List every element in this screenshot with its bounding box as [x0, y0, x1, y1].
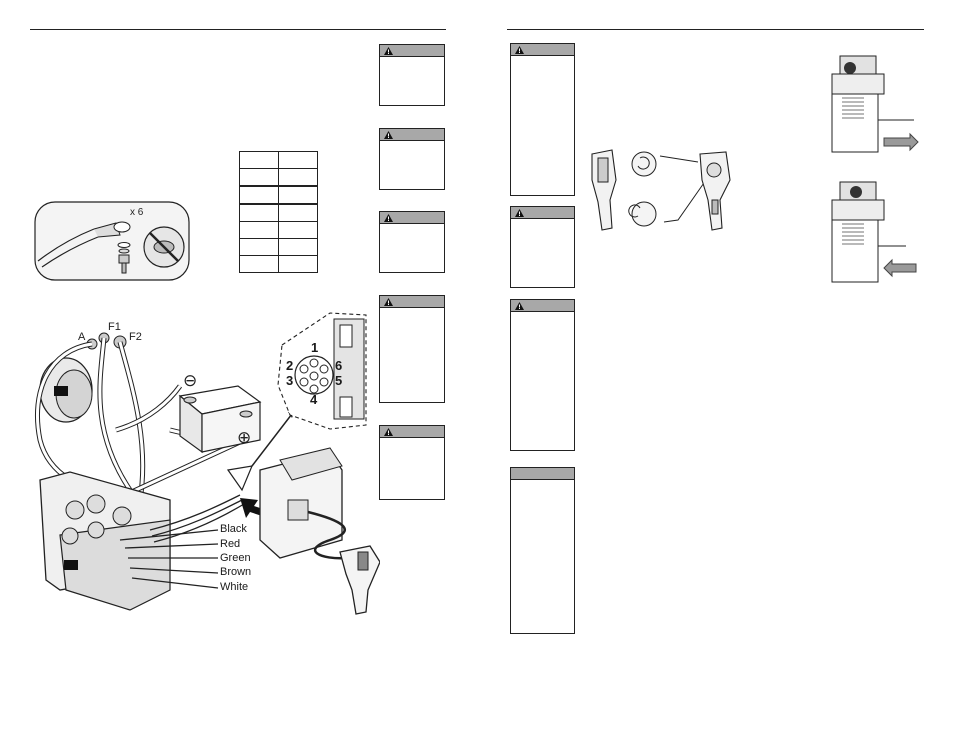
top-rule-right — [507, 29, 924, 30]
warning-box-7 — [510, 206, 575, 288]
connector-pin-inset — [277, 312, 367, 430]
pin-label-3: 3 — [286, 373, 294, 388]
terminal-hardware-inset: x 6 — [34, 201, 190, 281]
warning-header — [511, 44, 574, 56]
warning-header — [380, 296, 444, 308]
warning-triangle-icon — [515, 45, 524, 54]
top-rule-left — [30, 29, 446, 30]
warning-triangle-icon — [384, 297, 393, 306]
table-row — [239, 168, 318, 187]
warning-box-4 — [379, 295, 445, 403]
battery-minus-symbol: ⊖ — [183, 371, 197, 390]
warning-box-8 — [510, 299, 575, 451]
warning-box-3 — [379, 211, 445, 273]
winch-drum-spool-in — [831, 181, 917, 283]
warning-box-1 — [379, 44, 445, 106]
wire-label-red: Red — [220, 538, 241, 550]
pin-label-4: 4 — [310, 392, 318, 407]
warning-triangle-icon — [384, 213, 393, 222]
warning-header — [511, 300, 574, 312]
wire-label-green: Green — [220, 552, 251, 564]
warning-triangle-icon — [384, 46, 393, 55]
warning-triangle-icon — [515, 208, 524, 217]
table-row — [239, 255, 318, 273]
notice-box — [510, 467, 575, 634]
warning-box-2 — [379, 128, 445, 190]
table-row — [239, 185, 318, 205]
wire-gauge-table — [239, 151, 318, 273]
warning-box-6 — [510, 43, 575, 196]
wire-label-white: White — [220, 581, 249, 593]
warning-triangle-icon — [515, 301, 524, 310]
terminal-f2-label: F2 — [129, 331, 142, 343]
notice-header — [511, 468, 574, 480]
table-row — [239, 221, 318, 239]
warning-box-5 — [379, 425, 445, 500]
warning-header — [380, 45, 444, 57]
battery-plus-symbol: ⊕ — [237, 428, 251, 447]
warning-triangle-icon — [384, 130, 393, 139]
warning-header — [511, 207, 574, 219]
table-row — [239, 238, 318, 256]
warning-header — [380, 426, 444, 438]
remote-operation-diagram — [591, 149, 731, 231]
warning-header — [380, 212, 444, 224]
table-row — [239, 151, 318, 169]
x6-label: x 6 — [130, 207, 144, 218]
terminal-f1-label: F1 — [108, 321, 121, 333]
pin-label-5: 5 — [335, 373, 343, 388]
pin-label-6: 6 — [335, 358, 343, 373]
wiring-diagram: A F1 F2 ⊖ ⊕ — [34, 321, 380, 615]
wire-label-black: Black — [220, 523, 247, 535]
pin-label-2: 2 — [286, 358, 294, 373]
table-row — [239, 203, 318, 222]
wire-label-brown: Brown — [220, 566, 252, 578]
warning-triangle-icon — [384, 427, 393, 436]
pin-label-1: 1 — [311, 340, 319, 355]
terminal-a-label: A — [78, 331, 86, 343]
winch-drum-spool-out — [831, 55, 919, 153]
warning-header — [380, 129, 444, 141]
